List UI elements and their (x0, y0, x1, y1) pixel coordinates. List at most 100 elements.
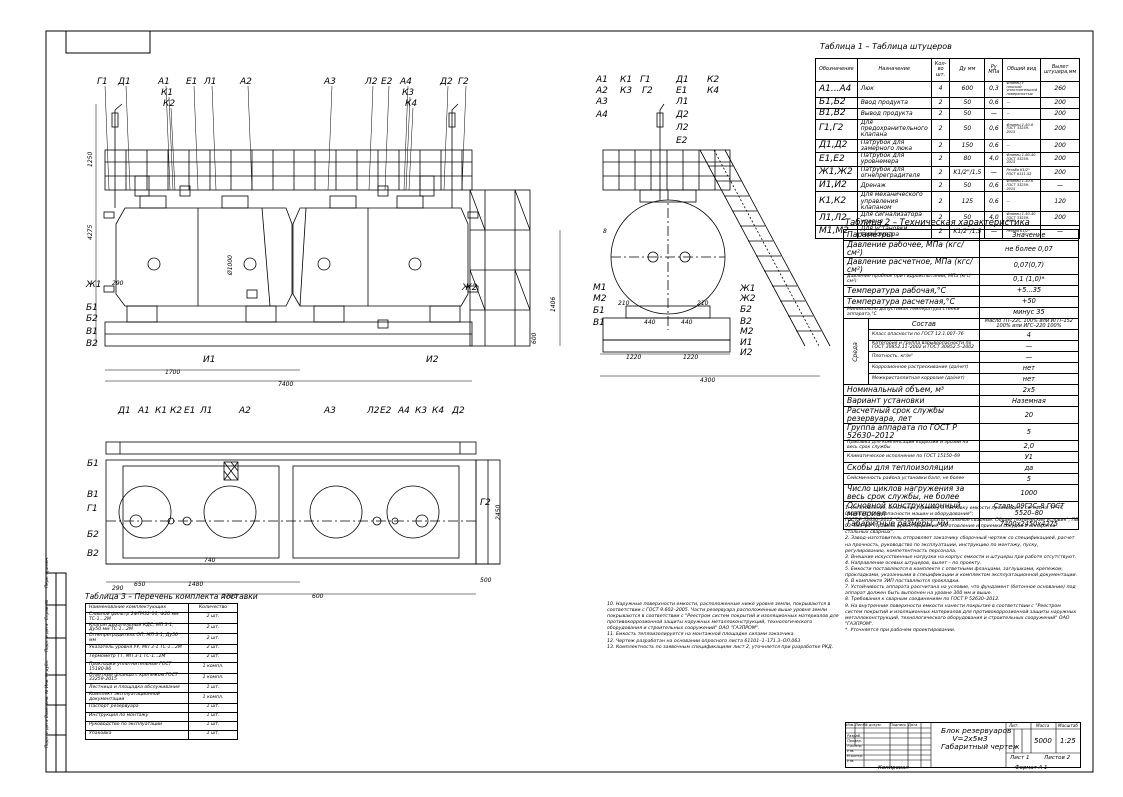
table3-cell: Ответные фланцы с крепежом ГОСТ 33259-20… (85, 672, 189, 685)
table1-cell: 200 (1039, 211, 1081, 226)
dim-1220-b: 1220 (683, 354, 698, 361)
leader-label-plan: Г1 (87, 504, 98, 514)
leader-label-plan: Е1 (184, 406, 195, 416)
leader-label-front: К4 (405, 99, 417, 109)
table2-cell: 1000 (978, 484, 1080, 503)
title-block: Изм. Лист № докум. Подпись Дата Разраб. … (845, 722, 1081, 768)
leader-label-side: В2 (740, 317, 752, 327)
table1-cell: К1,К2 (815, 191, 858, 213)
table1-cell: — (1002, 191, 1041, 213)
table1-cell: А1...А4 (815, 81, 858, 98)
note-item: 11. Емкость теплоизолируется на монтажно… (607, 632, 795, 638)
table1-header: Вылет штуцера,мм (1039, 58, 1081, 82)
leader-label-plan: Д2 (451, 406, 465, 416)
dim-1220-a: 1220 (626, 354, 641, 361)
table1-cell: 50 (949, 107, 986, 120)
table2-cell: 4 (978, 329, 1080, 342)
table3-cell: Огнепреградитель ОП, МП 3-1, Ду50 мм (85, 633, 189, 645)
dim-440-b: 440 (681, 319, 693, 326)
dim-4275: 4275 (87, 225, 94, 240)
plan-view (105, 441, 501, 565)
table1-cell: 4,0 (984, 211, 1004, 226)
table2-cell: минус 35 (978, 306, 1080, 319)
leader-label-side: А1 (595, 75, 608, 85)
leader-label-front: Г1 (97, 77, 108, 87)
dim-diameter: Ø1000 (227, 255, 234, 276)
dim-plan-2700: 2700 (222, 593, 237, 600)
dim-210-b: 210 (697, 300, 709, 307)
table-row: Минимально допустимая температура стенки… (843, 306, 1080, 319)
leader-label-front: Г2 (458, 77, 469, 87)
table1-cell: Патрубок для огнепреградителя (856, 165, 932, 181)
table2-cell: Сейсмичность района установки балл, не б… (843, 473, 980, 486)
table1-cell: — (1002, 107, 1041, 120)
table1-cell: 2 (930, 191, 951, 213)
side-strip-label: Перв. примен. (44, 556, 49, 588)
leader-label-plan: Б1 (87, 459, 99, 469)
medium-label: Среда (843, 317, 869, 386)
table2-cell: 5 (978, 423, 1080, 442)
dim-1700: 1700 (165, 369, 180, 376)
table1-cell: Д1,Д2 (815, 138, 858, 154)
note-item: 2. Завод–изготовитель отправляет заказчи… (845, 536, 1075, 554)
note-item: 12. Чертеж разработан на основании опрос… (607, 638, 801, 644)
leader-label-front: А2 (239, 77, 252, 87)
table1-cell: 200 (1039, 118, 1081, 140)
note-item: 5. Емкости поставляются в комплекте с от… (845, 566, 1078, 579)
table2-cell: 7400х2450х4275 (978, 518, 1080, 531)
leader-label-front: Ж2 (461, 283, 478, 293)
table2-cell: нет (978, 362, 1080, 375)
table1-cell: Дренаж (856, 179, 932, 193)
leader-label-side: А2 (595, 86, 608, 96)
table1-cell: 4 (930, 81, 951, 98)
table3-cell: Комплект эксплуатационной документации (85, 692, 189, 704)
leader-label-side: М1 (593, 283, 607, 293)
dim-total-length: 7400 (278, 381, 293, 388)
col-sign: Подпись (890, 723, 907, 727)
leader-label-plan: А2 (238, 406, 251, 416)
table1-cell: 200 (1039, 107, 1081, 120)
table1-header: Ру МПа (984, 58, 1004, 82)
side-strip-label: Справ. № (44, 599, 49, 620)
dim-290: 290 (112, 280, 124, 287)
table3-header: Количество (188, 603, 238, 613)
table-row: Ответные фланцы с крепежом ГОСТ 33259-20… (85, 672, 238, 685)
table-row: Сейсмичность района установки балл, не б… (843, 473, 1080, 486)
leader-label-side: Г1 (640, 75, 651, 85)
table2-cell: Число циклов нагружения за весь срок слу… (843, 484, 980, 503)
table1-cell: 125 (949, 191, 986, 213)
table1-cell: В1,В2 (815, 107, 858, 120)
table3-cell: 1 компл. (188, 672, 238, 685)
table1-header: Обозначение (815, 58, 858, 82)
leader-label-side: Ж1 (739, 284, 755, 294)
table1-cell: 2 (930, 138, 951, 154)
sheets-total: Листов 2 (1044, 755, 1071, 761)
table1-cell: — (1002, 96, 1041, 109)
table1-cell: Е1,Е2 (815, 152, 858, 167)
note-item: ГОСТ Р 52630–2012 "Сосуды и аппараты ста… (845, 518, 1079, 536)
leader-label-front: К3 (402, 88, 414, 98)
leader-label-plan: Д1 (117, 406, 131, 416)
table2-cell: Коррозионное растрескивание (да/нет) (868, 362, 980, 375)
table2-cell: +50 (978, 295, 1080, 308)
table-row: Плотность, кг/м³— (844, 351, 1080, 364)
leader-label-plan: К2 (170, 406, 182, 416)
note-item: 4. Направление осевых штуцеров, вылет – … (845, 560, 982, 566)
table2-cell: Температура рабочая,°С (843, 284, 980, 297)
col-izm: Изм. (846, 723, 855, 727)
leader-label-front: К1 (161, 88, 173, 98)
leader-label-side: Д2 (675, 110, 689, 120)
table1-cell: 200 (1039, 96, 1081, 109)
